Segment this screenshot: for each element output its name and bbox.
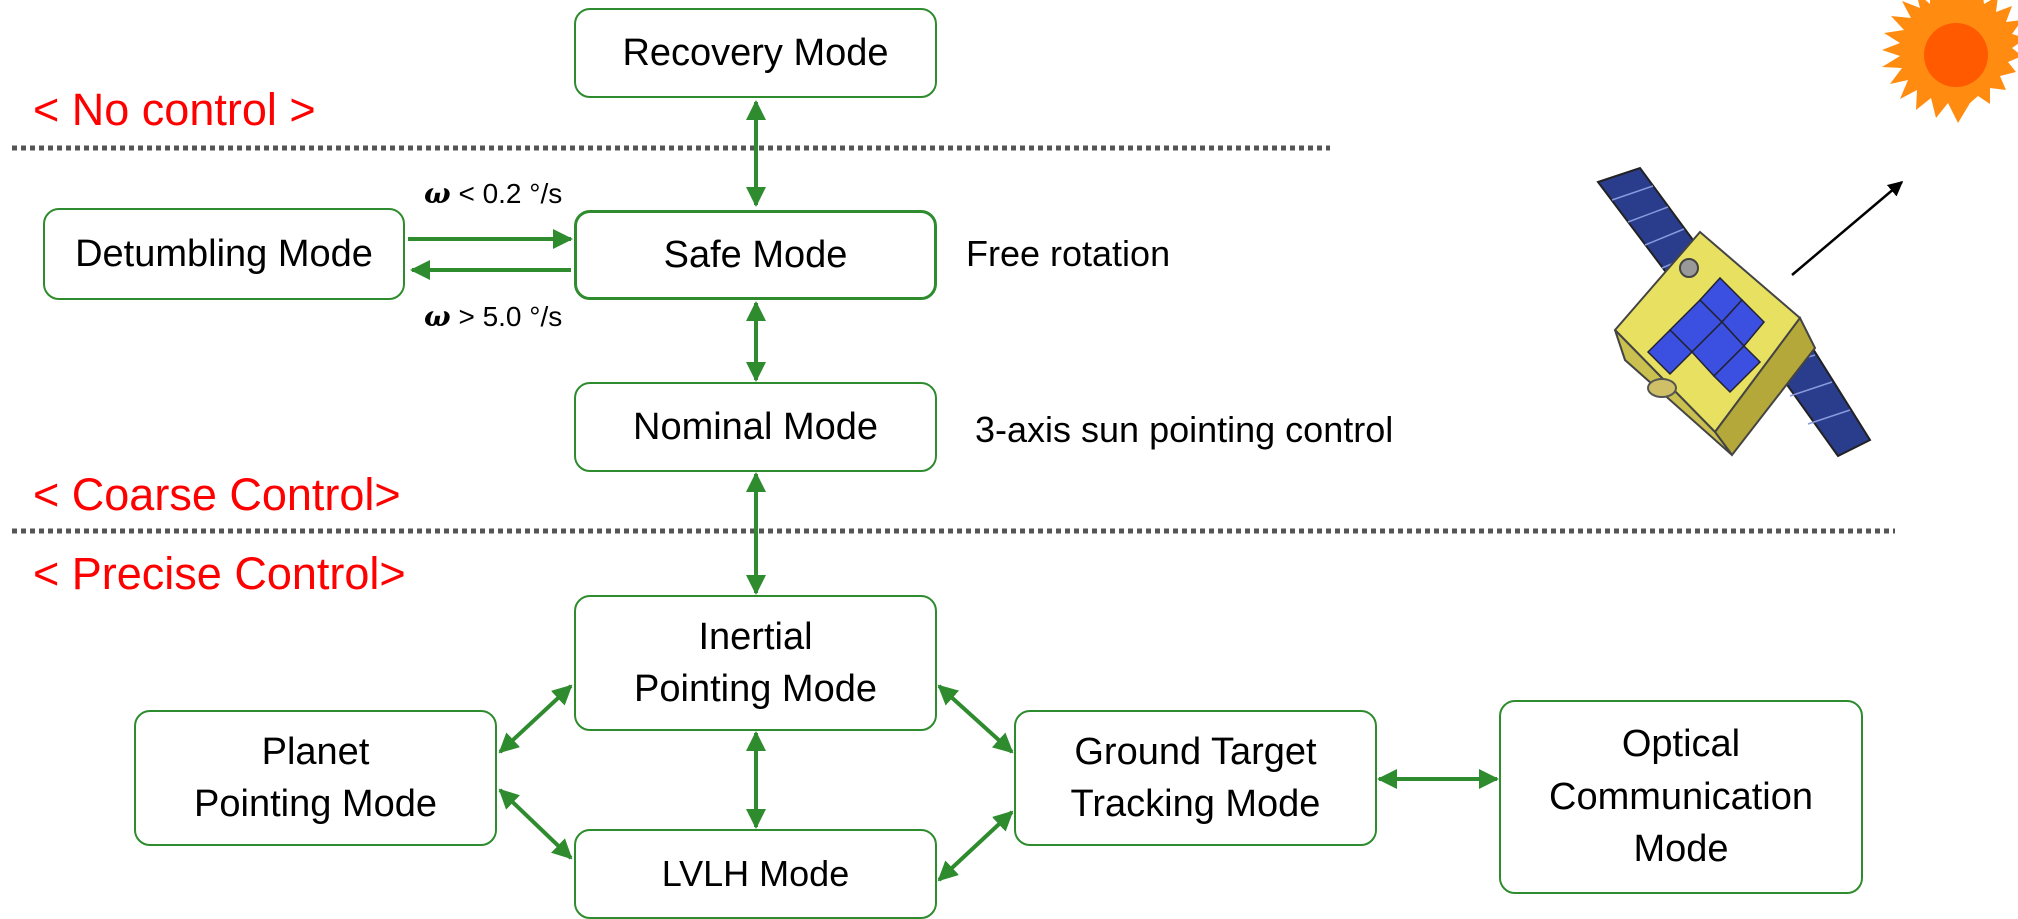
node-label-line1: Optical	[1621, 723, 1741, 766]
arrow-inertial-ground	[937, 684, 1014, 754]
node-inertial-pointing-mode: Inertial Pointing Mode	[574, 595, 937, 731]
zone-label-precise-control: < Precise Control>	[33, 548, 406, 599]
annotation-omega-low: ω < 0.2 °/s	[424, 177, 562, 210]
node-label-line1: Ground Target	[1074, 730, 1317, 773]
node-safe-mode: Safe Mode	[574, 210, 937, 300]
node-label-line2: Tracking Mode	[1070, 783, 1321, 825]
node-lvlh-mode: LVLH Mode	[574, 829, 937, 919]
node-label-line2: Pointing Mode	[194, 783, 437, 825]
node-detumbling-mode: Detumbling Mode	[43, 208, 405, 300]
node-label-line3: Mode	[1633, 828, 1729, 871]
omega-symbol: ω	[424, 177, 451, 210]
node-optical-communication-mode: Optical Communication Mode	[1499, 700, 1863, 894]
annotation-free-rotation: Free rotation	[966, 233, 1171, 274]
annotation-omega-high: ω > 5.0 °/s	[424, 300, 562, 333]
node-label: LVLH Mode	[661, 853, 850, 895]
zone-label-coarse-control: < Coarse Control>	[33, 469, 401, 520]
node-ground-target-tracking-mode: Ground Target Tracking Mode	[1014, 710, 1377, 846]
sun-icon	[1882, 0, 2018, 123]
arrow-planet-inertial	[498, 684, 573, 754]
node-label-line2: Communication	[1549, 775, 1813, 818]
node-label-line1: Inertial	[698, 615, 813, 658]
node-label: Recovery Mode	[622, 31, 889, 74]
annotation-sun-pointing: 3-axis sun pointing control	[975, 409, 1394, 450]
node-planet-pointing-mode: Planet Pointing Mode	[134, 710, 497, 846]
arrow-planet-lvlh	[498, 788, 573, 860]
node-label-line1: Planet	[261, 730, 370, 773]
node-nominal-mode: Nominal Mode	[574, 382, 937, 472]
node-recovery-mode: Recovery Mode	[574, 8, 937, 98]
node-label-line2: Pointing Mode	[634, 668, 877, 710]
satellite-icon	[1596, 166, 1904, 458]
node-label: Detumbling Mode	[75, 232, 373, 275]
arrow-lvlh-ground	[937, 810, 1014, 882]
node-label: Nominal Mode	[633, 405, 878, 448]
omega-symbol: ω	[424, 300, 451, 333]
node-label: Safe Mode	[663, 233, 848, 276]
omega-high-text: > 5.0 °/s	[458, 301, 563, 332]
zone-label-no-control: < No control >	[33, 84, 316, 135]
omega-low-text: < 0.2 °/s	[458, 178, 563, 209]
